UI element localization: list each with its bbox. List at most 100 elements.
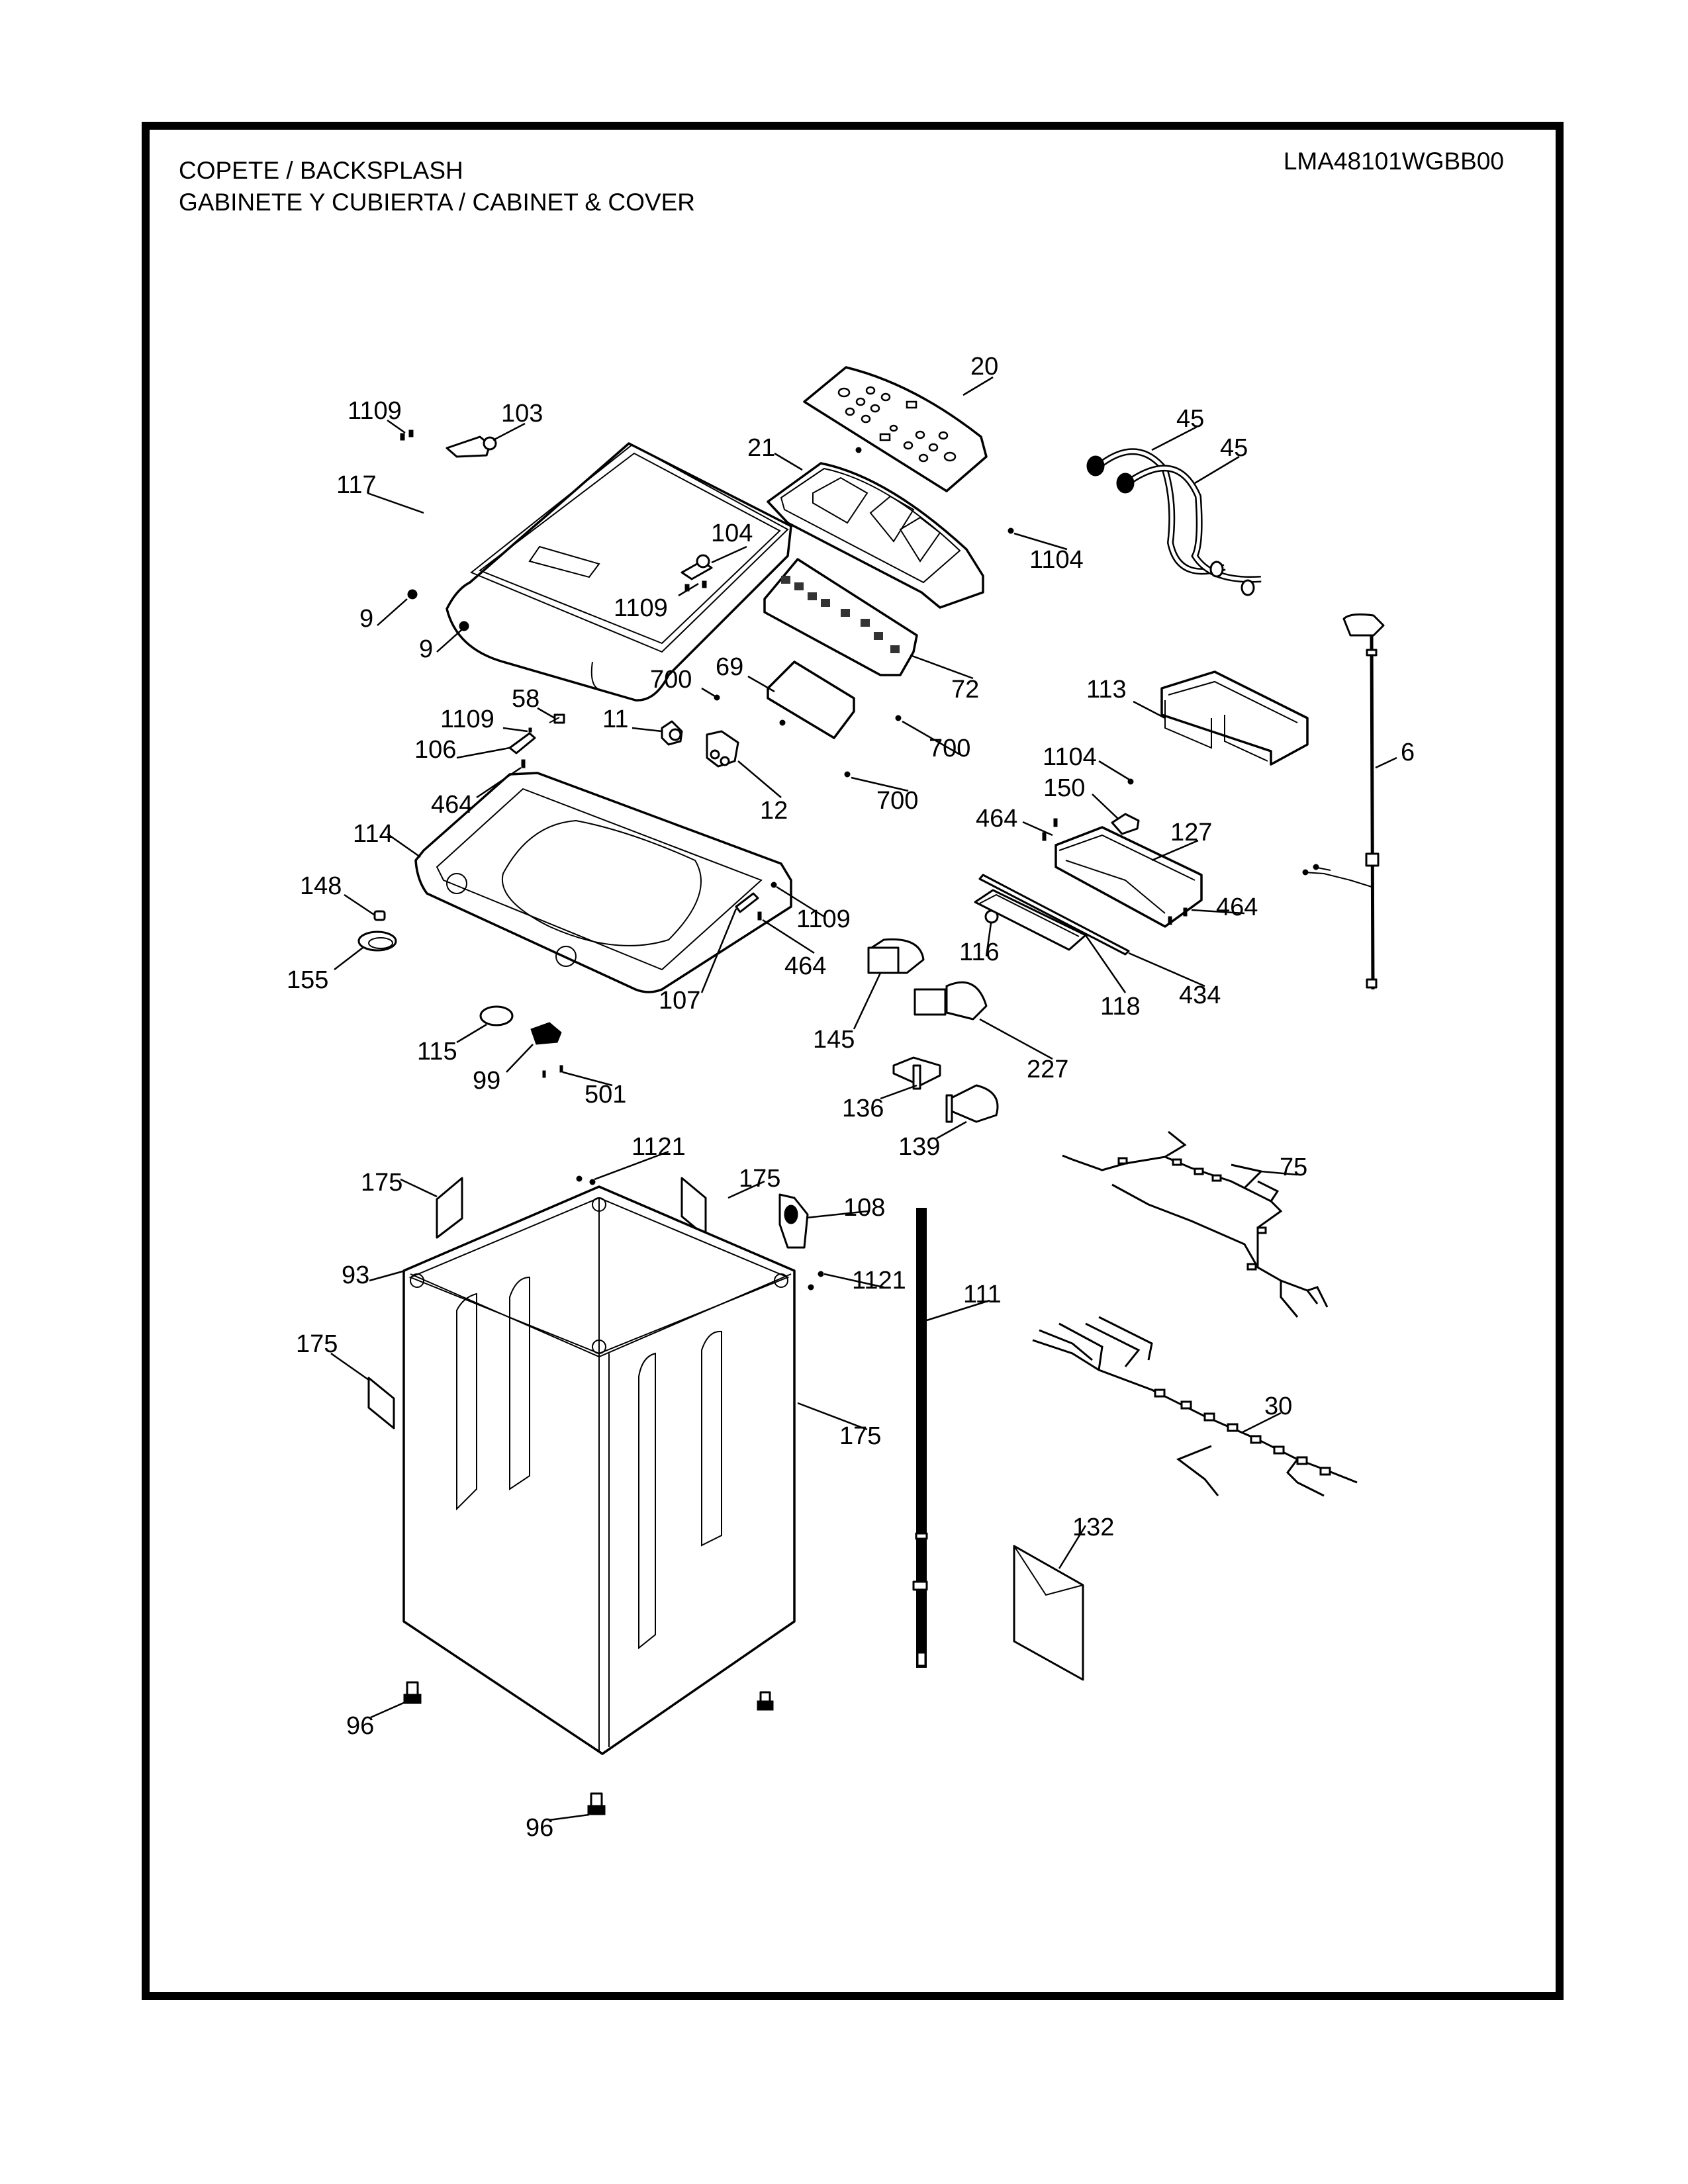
callout-114: 114	[353, 820, 393, 848]
display-pcb-drawing	[763, 558, 918, 676]
screw-drawing	[521, 759, 526, 768]
lid-lock-drawing	[530, 1022, 562, 1045]
callout-96: 96	[346, 1712, 374, 1740]
callout-464: 464	[431, 791, 473, 819]
title-line-2: GABINETE Y CUBIERTA / CABINET & COVER	[179, 189, 695, 216]
callout-175: 175	[296, 1330, 338, 1358]
cabinet-drawing	[402, 1185, 796, 1755]
drain-hose-drawing	[912, 1208, 928, 1668]
screw-drawing	[1053, 818, 1058, 827]
inlet-hoses-drawing	[1086, 448, 1262, 596]
callout-464: 464	[784, 952, 826, 980]
callout-93: 93	[342, 1261, 369, 1289]
callout-155: 155	[287, 966, 328, 994]
callout-106: 106	[414, 736, 456, 764]
dispenser-housing-drawing	[1160, 670, 1309, 766]
screw-drawing	[559, 1065, 563, 1073]
callout-72: 72	[951, 676, 979, 704]
screw-drawing	[576, 1175, 583, 1182]
callout-116: 116	[959, 938, 1000, 966]
hinge-bracket-right-drawing	[735, 892, 759, 913]
softener-cup-drawing	[914, 981, 988, 1021]
callout-434: 434	[1179, 981, 1221, 1009]
leveling-foot-drawing	[587, 1792, 606, 1815]
screw-drawing	[895, 715, 902, 721]
screw-drawing	[818, 1271, 824, 1277]
callout-136: 136	[842, 1095, 884, 1122]
screw-drawing	[1008, 527, 1014, 534]
bracket-136-drawing	[892, 1056, 941, 1090]
callout-108: 108	[843, 1194, 885, 1222]
callout-464: 464	[976, 805, 1017, 833]
cap-drawing	[373, 910, 386, 921]
callout-127: 127	[1170, 819, 1212, 846]
callout-1109: 1109	[440, 705, 494, 733]
pad-drawing	[367, 1377, 395, 1430]
callout-45: 45	[1220, 434, 1248, 462]
leveling-foot-drawing	[403, 1681, 422, 1704]
lid-assembly-drawing	[445, 442, 792, 702]
lid-switch-drawing	[549, 713, 565, 724]
callout-96: 96	[526, 1814, 553, 1842]
water-level-sensor-drawing	[661, 720, 683, 746]
callout-labels: 1109 103 117 104 1109 9 9 20 21 1104 45 …	[287, 353, 1415, 1842]
callout-30: 30	[1264, 1392, 1292, 1420]
screw-drawing	[779, 719, 786, 726]
callout-118: 118	[1100, 993, 1141, 1021]
callout-1109: 1109	[614, 594, 668, 622]
callout-107: 107	[659, 987, 700, 1015]
bracket-139-drawing	[945, 1084, 999, 1123]
callout-464: 464	[1216, 893, 1258, 921]
detergent-cup-drawing	[867, 938, 925, 974]
bleach-inlet-drawing	[357, 931, 397, 952]
callout-1121: 1121	[852, 1267, 906, 1295]
inlet-drawing	[479, 1005, 514, 1026]
callout-113: 113	[1086, 676, 1127, 704]
callout-111: 111	[963, 1281, 1002, 1308]
hinge-left-drawing	[400, 430, 497, 458]
top-cover-drawing	[414, 772, 792, 993]
callout-1109: 1109	[348, 397, 402, 425]
main-pcb-drawing	[767, 660, 855, 739]
callout-1104: 1104	[1029, 546, 1084, 574]
callout-150: 150	[1043, 774, 1085, 802]
screw-drawing	[855, 447, 862, 453]
screw-drawing	[1127, 778, 1134, 785]
inlet-valve-drawing	[706, 730, 739, 768]
leveling-foot-drawing	[757, 1691, 774, 1711]
callout-227: 227	[1027, 1056, 1068, 1083]
callout-1109: 1109	[796, 905, 851, 933]
screw-drawing	[1168, 916, 1172, 925]
callout-175: 175	[839, 1422, 881, 1450]
callout-700: 700	[650, 666, 692, 694]
callout-75: 75	[1280, 1154, 1307, 1181]
dispenser-body-drawing	[1055, 826, 1203, 928]
callout-45: 45	[1176, 405, 1204, 433]
callout-115: 115	[417, 1038, 457, 1066]
callout-20: 20	[970, 353, 998, 381]
callout-21: 21	[747, 434, 775, 462]
callout-104: 104	[711, 520, 753, 547]
callout-9: 9	[419, 635, 433, 663]
callout-6: 6	[1401, 739, 1415, 766]
backsplash-drawing	[767, 462, 984, 609]
wire-harness-75-drawing	[1062, 1130, 1329, 1318]
callout-132: 132	[1072, 1514, 1114, 1541]
callout-175: 175	[361, 1169, 402, 1197]
bumper-drawing	[459, 621, 469, 631]
callout-1104: 1104	[1043, 743, 1097, 771]
screw-drawing	[589, 1179, 596, 1185]
screw-drawing	[714, 694, 720, 701]
callout-99: 99	[473, 1067, 500, 1095]
callout-9: 9	[359, 605, 373, 633]
hinge-right-drawing	[680, 554, 713, 592]
control-panel-decal-drawing	[803, 366, 988, 492]
wire-harness-30-drawing	[1032, 1316, 1358, 1497]
callout-700: 700	[929, 735, 970, 762]
power-cord-drawing	[1302, 613, 1385, 990]
callout-58: 58	[512, 685, 539, 713]
callout-700: 700	[876, 787, 918, 815]
screw-drawing	[771, 882, 777, 888]
callout-11: 11	[602, 705, 628, 733]
